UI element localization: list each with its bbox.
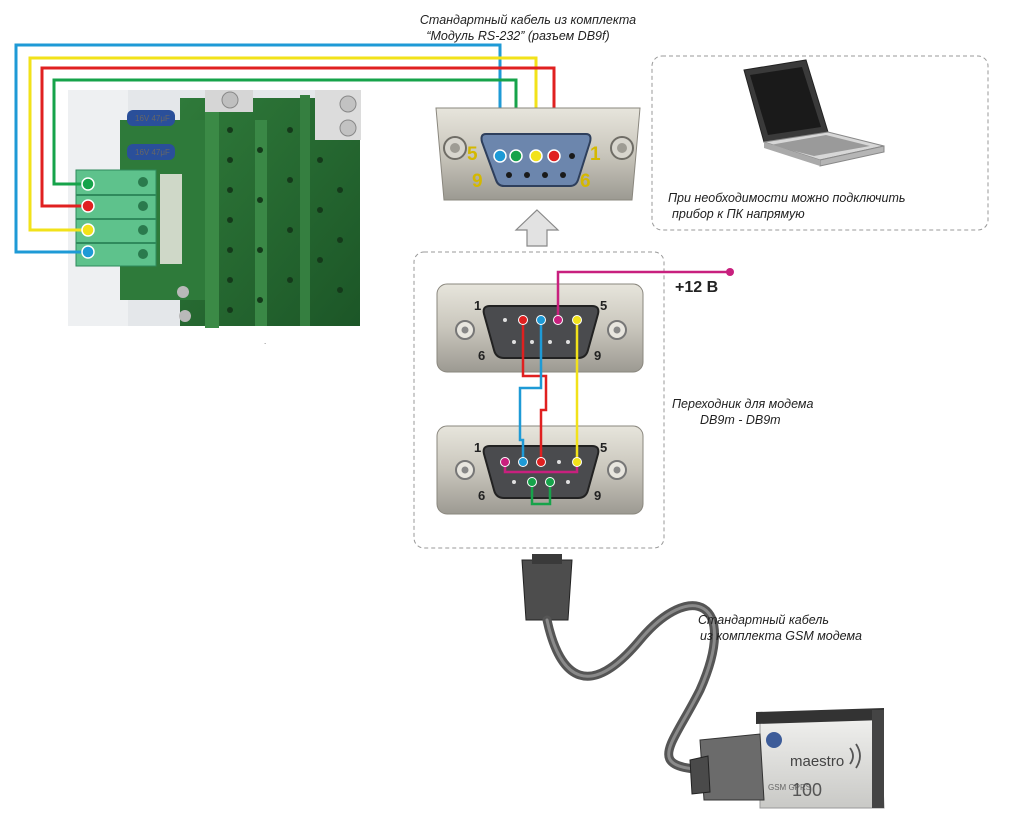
pin-dot-red xyxy=(547,149,561,163)
controller-board-photo: 16V 47μF 16V 47μF xyxy=(68,90,361,328)
db9m-top-pin-label: 6 xyxy=(478,348,485,363)
signal-icon xyxy=(849,747,854,765)
wire-yellow xyxy=(28,56,538,232)
adapter-label-line1: Переходник для модема xyxy=(672,397,813,411)
db9m-bottom-pin-label: 1 xyxy=(474,440,481,455)
capacitor-label: 16V 47μF xyxy=(135,114,170,123)
terminal-dots xyxy=(81,177,95,259)
terminal-dot-yellow xyxy=(81,223,95,237)
pin-dot-yellow xyxy=(572,457,582,467)
pc-panel: При необходимости можно подключить прибо… xyxy=(651,55,989,231)
db9f-pin-label: 9 xyxy=(472,171,483,192)
pin-dot-red xyxy=(518,315,528,325)
capacitor-label: 16V 47μF xyxy=(135,148,170,157)
pin-dot-yellow xyxy=(529,149,543,163)
wire-red-cross xyxy=(521,320,548,462)
cable-wires-top xyxy=(14,43,556,254)
db9m-bottom-pin-label: 9 xyxy=(594,488,601,503)
modem-brand: maestro xyxy=(790,753,844,770)
pin-dot-magenta-end xyxy=(726,268,734,276)
pin-dot-blue xyxy=(518,457,528,467)
pin-dot-magenta xyxy=(500,457,510,467)
up-arrow-icon xyxy=(514,209,560,247)
pc-label-line2: прибор к ПК напрямую xyxy=(672,207,805,221)
pin-dot-green xyxy=(545,477,555,487)
db9m-top-pin-label: 1 xyxy=(474,298,481,313)
gsm-modem: maestro GSM GPRS 100 xyxy=(689,708,885,809)
terminal-dot-green xyxy=(81,177,95,191)
pin-dot-red xyxy=(536,457,546,467)
laptop-icon xyxy=(743,59,885,167)
db9m-top-pin-label: 9 xyxy=(594,348,601,363)
modem-subtitle: GSM GPRS xyxy=(768,783,811,792)
db9m-top-pin-label: 5 xyxy=(600,298,607,313)
pin-dot-yellow xyxy=(572,315,582,325)
top-cable-label-line1: Стандартный кабель из комплекта xyxy=(420,13,636,27)
voltage-label: +12 В xyxy=(675,279,718,296)
db9m-bottom-pin-label: 5 xyxy=(600,440,607,455)
db9f-connector: 5 1 9 6 xyxy=(435,107,641,201)
adapter-label-line2: DB9m - DB9m xyxy=(700,413,781,427)
pin-dot-green xyxy=(527,477,537,487)
pin-dot-blue xyxy=(493,149,507,163)
terminal-dot-red xyxy=(81,199,95,213)
wire-blue xyxy=(14,43,502,254)
gsm-cable xyxy=(521,554,725,775)
top-cable-label-line2: “Модуль RS-232” (разъем DB9f) xyxy=(426,29,609,43)
db9f-pin-label: 6 xyxy=(580,171,591,192)
db9f-pin-label: 1 xyxy=(590,144,601,165)
db9m-bottom-pin-label: 6 xyxy=(478,488,485,503)
wire-blue-cross xyxy=(518,320,543,462)
pin-dot-green xyxy=(509,149,523,163)
pc-label-line1: При необходимости можно подключить xyxy=(668,191,905,205)
wire-green-loop xyxy=(530,482,552,506)
adapter-pin-dots xyxy=(500,268,734,487)
modem-model: 100 xyxy=(792,780,822,800)
pin-dot-blue xyxy=(536,315,546,325)
db9f-pin-label: 5 xyxy=(467,144,478,165)
gsm-cable-label-line2: из комплекта GSM модема xyxy=(700,629,862,643)
wire-green xyxy=(52,78,518,186)
gsm-cable-label-line1: Стандартный кабель xyxy=(698,613,829,627)
wire-red xyxy=(40,66,556,208)
stray-mark: . xyxy=(264,337,266,346)
wire-magenta-12v xyxy=(556,270,730,320)
adapter-panel: 1 5 6 9 1 5 6 9 xyxy=(413,251,734,549)
pin-dot-magenta xyxy=(553,315,563,325)
terminal-dot-blue xyxy=(81,245,95,259)
